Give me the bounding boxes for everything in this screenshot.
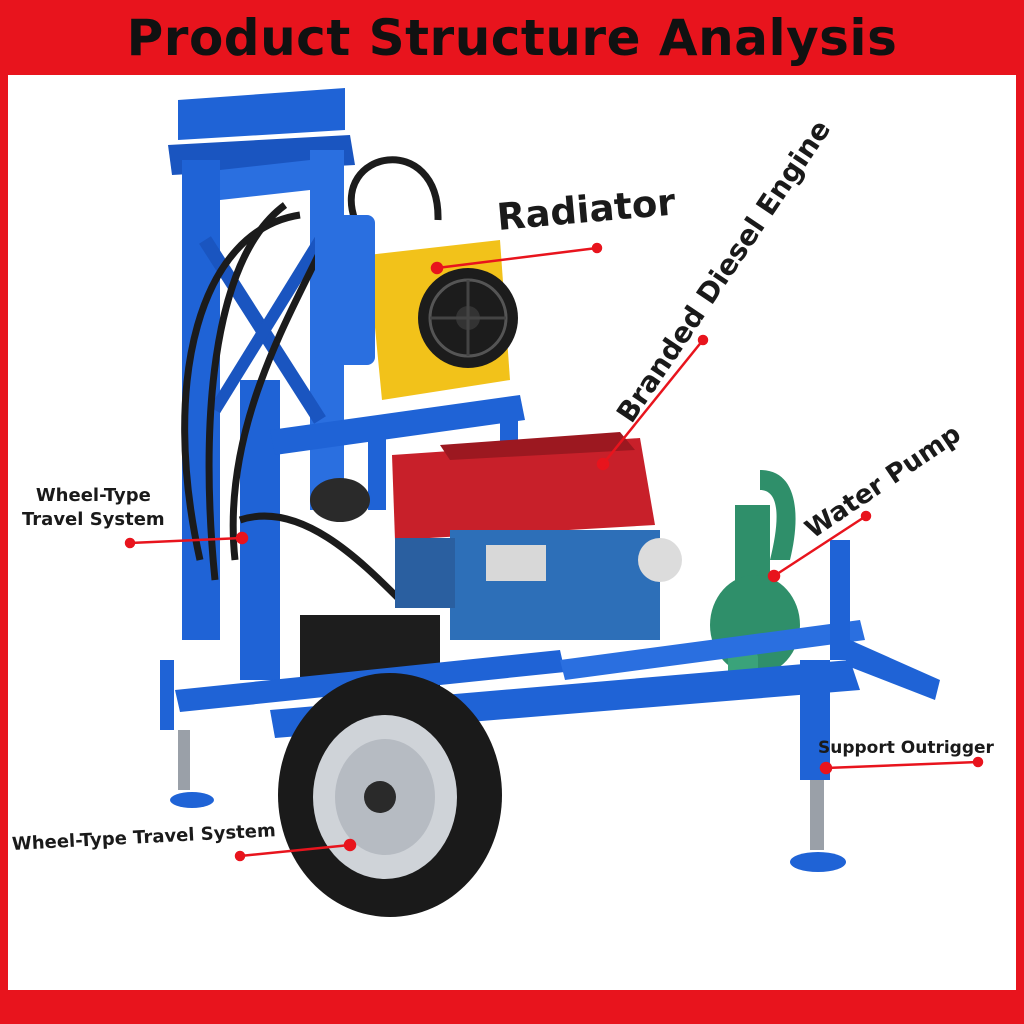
label-support-outrigger: Support Outrigger [818,738,994,758]
label-wheel-left-line2: Travel System [22,509,165,530]
hydraulic-hoses [181,156,442,603]
support-outriggers [160,660,846,872]
radiator [315,215,518,400]
label-wheel-left-line1: Wheel-Type [35,485,151,506]
title-bar: Product Structure Analysis [0,0,1024,75]
label-wheel-travel-system-left: Wheel-Type Travel System [22,484,165,532]
wheel [278,673,502,917]
diesel-engine [310,432,682,640]
leader-lines [124,242,984,862]
page-title: Product Structure Analysis [126,8,898,67]
